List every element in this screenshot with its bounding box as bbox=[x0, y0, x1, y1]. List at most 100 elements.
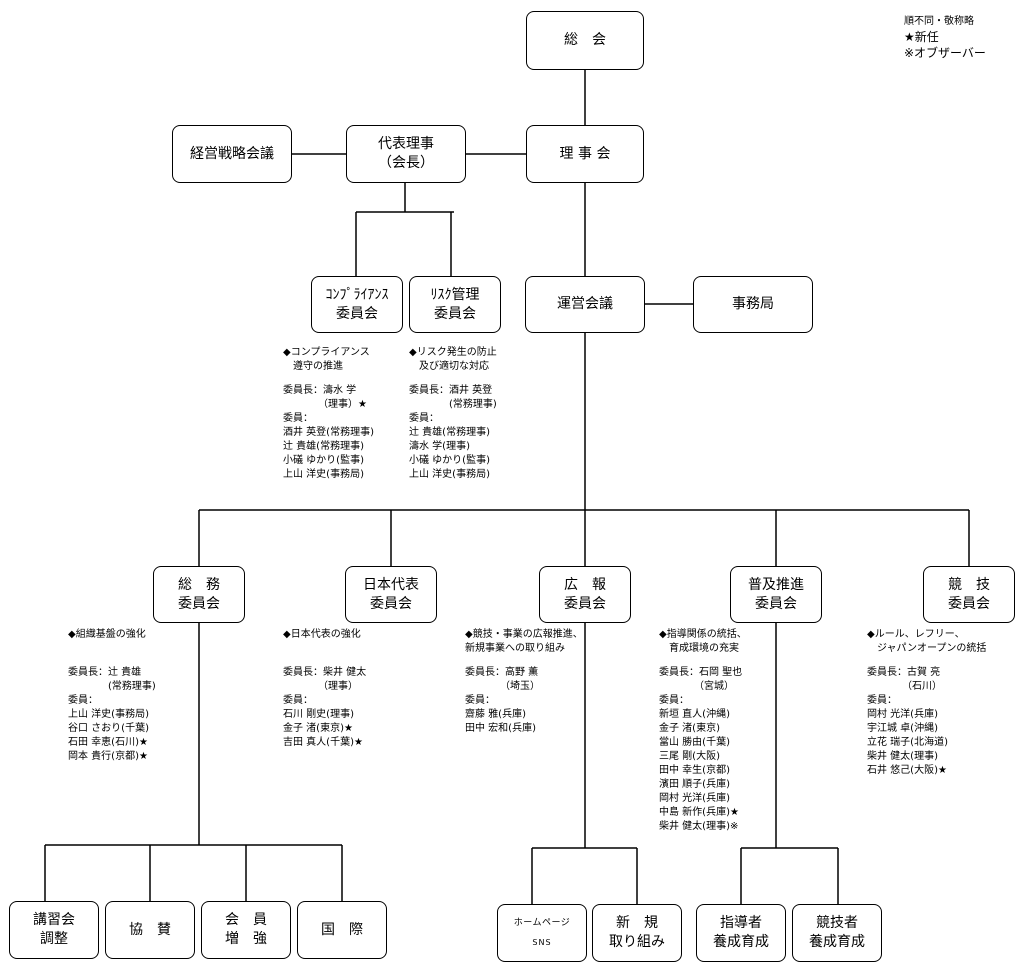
box-unei-kaigi: 運営会議 bbox=[525, 276, 645, 333]
box-shinki-line2: 取り組み bbox=[609, 934, 665, 950]
box-compliance-line2: 委員会 bbox=[336, 305, 378, 322]
box-keiei-label: 経営戦略会議 bbox=[190, 145, 274, 162]
risk-detail-line: 辻 貴雄(常務理事) bbox=[409, 427, 490, 438]
kyogi-detail-line: 委員： bbox=[867, 695, 897, 706]
compliance-detail-line: 酒井 英登(常務理事) bbox=[283, 427, 374, 438]
compliance-detail-gap bbox=[283, 374, 374, 384]
risk-detail-line: 小礒 ゆかり(監事) bbox=[409, 455, 490, 466]
fukyu-detail-line: （宮城） bbox=[659, 681, 734, 692]
box-kaiin-line1: 会 員 bbox=[225, 912, 267, 928]
kyogi-detail-line: （石川） bbox=[867, 681, 942, 692]
koho-detail-gap bbox=[465, 656, 583, 666]
box-kyogisha-line1: 競技者 bbox=[816, 915, 858, 931]
kyogi-detail-line: ジャパンオープンの統括 bbox=[867, 643, 987, 654]
compliance-detail-line: 遵守の推進 bbox=[283, 361, 343, 372]
koho-detail-line: （埼玉） bbox=[465, 681, 540, 692]
fukyu-detail-line: 岡村 光洋(兵庫) bbox=[659, 793, 730, 804]
box-nihon-daihyo: 日本代表 委員会 bbox=[345, 566, 437, 623]
box-soukai-label: 総 会 bbox=[564, 32, 606, 48]
box-somu: 総 務 委員会 bbox=[153, 566, 245, 623]
risk-detail-line: 濤水 学(理事) bbox=[409, 441, 470, 452]
box-kyogisha-ikusei: 競技者 養成育成 bbox=[792, 904, 882, 962]
box-fukyu-line2: 委員会 bbox=[755, 595, 797, 612]
compliance-detail-line: 委員： bbox=[283, 413, 313, 424]
box-kaiin-zokyo: 会 員 増 強 bbox=[201, 901, 291, 959]
box-daihyo-line1: 代表理事 bbox=[378, 136, 434, 152]
fukyu-detail-line: 當山 勝由(千葉) bbox=[659, 737, 730, 748]
somu-details: ◆組織基盤の強化 委員長：辻 貴雄 (常務理事) 委員： 上山 洋史(事務局) … bbox=[68, 628, 156, 764]
risk-detail-gap bbox=[409, 374, 497, 384]
compliance-details: ◆コンプライアンス 遵守の推進 委員長：濤水 学 （理事）★ 委員： 酒井 英登… bbox=[283, 346, 374, 482]
box-kyosan: 協 賛 bbox=[105, 901, 195, 959]
kyogi-detail-line: 柴井 健太(理事) bbox=[867, 751, 938, 762]
box-koshukai-chosei: 講習会 調整 bbox=[9, 901, 99, 959]
compliance-detail-line: ◆コンプライアンス bbox=[283, 347, 370, 358]
fukyu-detail-line: 濱田 順子(兵庫) bbox=[659, 779, 730, 790]
fukyu-detail-line: 三尾 剛(大阪) bbox=[659, 751, 720, 762]
kyogi-detail-line: 宇江城 卓(沖縄) bbox=[867, 723, 938, 734]
kyogi-detail-line: 委員長：古賀 亮 bbox=[867, 667, 941, 678]
box-shinki-torikumi: 新 規 取り組み bbox=[592, 904, 682, 962]
box-kyogi: 競 技 委員会 bbox=[923, 566, 1015, 623]
somu-detail-line: 石田 幸恵(石川)★ bbox=[68, 737, 148, 748]
box-koshukai-line1: 講習会 bbox=[33, 912, 75, 928]
box-fukyu-line1: 普及推進 bbox=[748, 576, 804, 593]
compliance-detail-line: 委員長：濤水 学 bbox=[283, 385, 357, 396]
box-nihon-line2: 委員会 bbox=[370, 595, 412, 612]
risk-detail-line: 及び適切な対応 bbox=[409, 361, 489, 372]
box-rijikai: 理 事 会 bbox=[526, 125, 644, 183]
box-jimukyoku: 事務局 bbox=[693, 276, 813, 333]
somu-detail-line: 上山 洋史(事務局) bbox=[68, 709, 149, 720]
legend: 順不同・敬称略 ★新任 ※オブザーバー bbox=[904, 15, 986, 61]
fukyu-detail-line: 新垣 直人(沖縄) bbox=[659, 709, 730, 720]
nihon-details: ◆日本代表の強化 委員長：柴井 健太 （理事） 委員： 石川 剛史(理事) 金子… bbox=[283, 628, 366, 750]
box-shidosha-ikusei: 指導者 養成育成 bbox=[696, 904, 786, 962]
nihon-detail-line: （理事） bbox=[283, 681, 358, 692]
risk-details: ◆リスク発生の防止 及び適切な対応 委員長：酒井 英登 (常務理事) 委員： 辻… bbox=[409, 346, 497, 482]
somu-detail-line: 岡本 貴行(京都)★ bbox=[68, 751, 148, 762]
box-somu-line1: 総 務 bbox=[178, 576, 220, 593]
nihon-detail-line: 石川 剛史(理事) bbox=[283, 709, 354, 720]
box-koho-line2: 委員会 bbox=[564, 595, 606, 612]
somu-detail-line: ◆組織基盤の強化 bbox=[68, 629, 146, 640]
fukyu-detail-line: 育成環境の充実 bbox=[659, 643, 739, 654]
box-koshukai-line2: 調整 bbox=[40, 931, 68, 947]
kyogi-detail-line: 立花 瑞子(北海道) bbox=[867, 737, 948, 748]
box-compliance-line1: ｺﾝﾌﾟﾗｲｱﾝｽ bbox=[325, 286, 389, 303]
box-risk-line1: ﾘｽｸ管理 bbox=[430, 286, 480, 303]
box-koho: 広 報 委員会 bbox=[539, 566, 631, 623]
box-homepage-sns: ホームページ SNS bbox=[497, 904, 587, 962]
somu-detail-line: 谷口 さおり(千葉) bbox=[68, 723, 149, 734]
kyogi-detail-line: ◆ルール、レフリー、 bbox=[867, 629, 965, 640]
compliance-detail-line: 上山 洋史(事務局) bbox=[283, 469, 364, 480]
box-daihyo-riji: 代表理事 （会長） bbox=[346, 125, 466, 183]
somu-detail-line: 委員長：辻 貴雄 bbox=[68, 667, 142, 678]
box-kyogisha-line2: 養成育成 bbox=[809, 934, 865, 950]
somu-detail-line bbox=[68, 642, 156, 656]
box-soukai: 総 会 bbox=[526, 11, 644, 70]
box-nihon-line1: 日本代表 bbox=[363, 576, 419, 593]
koho-detail-line: 新規事業への取り組み bbox=[465, 643, 565, 654]
kyogi-detail-gap bbox=[867, 656, 986, 666]
nihon-detail-line: 金子 渚(東京)★ bbox=[283, 723, 353, 734]
nihon-detail-line bbox=[283, 642, 366, 656]
fukyu-detail-gap bbox=[659, 656, 747, 666]
fukyu-detail-line: 田中 幸生(京都) bbox=[659, 765, 730, 776]
box-shidosha-line2: 養成育成 bbox=[713, 934, 769, 950]
risk-detail-line: 委員： bbox=[409, 413, 439, 424]
box-jimukyoku-label: 事務局 bbox=[732, 296, 774, 312]
nihon-detail-line: 委員長：柴井 健太 bbox=[283, 667, 367, 678]
box-somu-line2: 委員会 bbox=[178, 595, 220, 612]
kyogi-detail-line: 石井 悠己(大阪)★ bbox=[867, 765, 947, 776]
fukyu-detail-line: 中島 新作(兵庫)★ bbox=[659, 807, 739, 818]
box-daihyo-line2: （会長） bbox=[378, 155, 434, 171]
box-risk-line2: 委員会 bbox=[434, 305, 476, 322]
koho-detail-line: 齋藤 雅(兵庫) bbox=[465, 709, 526, 720]
legend-observer-note: ※オブザーバー bbox=[904, 46, 986, 60]
legend-order-note: 順不同・敬称略 bbox=[904, 16, 974, 27]
risk-detail-line: 上山 洋史(事務局) bbox=[409, 469, 490, 480]
somu-detail-line: (常務理事) bbox=[68, 681, 156, 692]
box-fukyu-suishin: 普及推進 委員会 bbox=[730, 566, 822, 623]
risk-detail-line: (常務理事) bbox=[409, 399, 497, 410]
